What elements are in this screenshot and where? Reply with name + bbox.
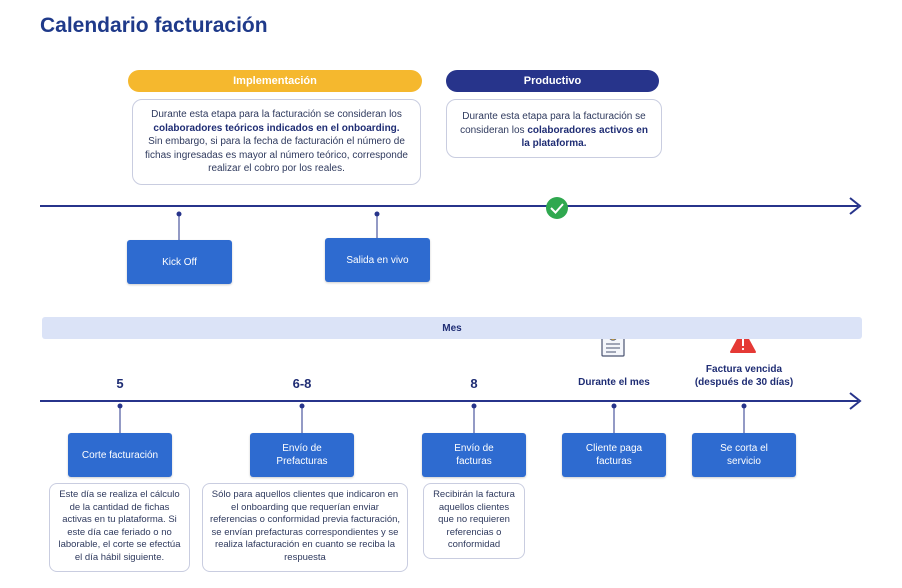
facturas-box: Envío de facturas (422, 433, 526, 477)
facturas-description: Recibirán la factura aquellos clientes q… (423, 483, 525, 559)
productivo-note-text: Durante esta etapa para la facturación s… (460, 111, 646, 136)
month-bar: Mes (42, 317, 862, 339)
productivo-note-bold: colaboradores activos en la plataforma. (521, 124, 648, 150)
bottom-timeline-arrow-icon (849, 392, 862, 410)
phase-implementacion-label: Implementación (128, 70, 422, 92)
prefacturas-box: Envío de Prefacturas (250, 433, 354, 477)
productivo-note: Durante esta etapa para la facturación s… (446, 99, 662, 158)
check-icon (546, 197, 568, 219)
phase-productivo-label: Productivo (446, 70, 659, 92)
kickoff-box: Kick Off (127, 240, 232, 284)
day-label-5: 5 (116, 376, 124, 391)
top-timeline-arrow-icon (849, 197, 862, 215)
implementacion-note-text: Durante esta etapa para la facturación s… (151, 109, 402, 120)
implementacion-note-detail: Sin embargo, si para la fecha de factura… (145, 136, 408, 174)
prefacturas-description: Sólo para aquellos clientes que indicaro… (202, 483, 408, 572)
day-label-durante: Durante el mes (578, 377, 650, 388)
day-label-vencida: Factura vencida (después de 30 días) (694, 364, 794, 388)
kickoff-dot (176, 211, 182, 217)
day-label-8: 8 (470, 376, 478, 391)
servicio-box: Se corta el servicio (692, 433, 796, 477)
salida-dot (374, 211, 380, 217)
cliente-box: Cliente paga facturas (562, 433, 666, 477)
day-label-6-8: 6-8 (292, 376, 312, 391)
corte-description: Este día se realiza el cálculo de la can… (49, 483, 190, 572)
implementacion-note-bold: colaboradores teóricos indicados en el o… (153, 122, 400, 134)
implementacion-note: Durante esta etapa para la facturación s… (132, 99, 421, 185)
page-title: Calendario facturación (40, 14, 268, 37)
corte-box: Corte facturación (68, 433, 172, 477)
salida-box: Salida en vivo (325, 238, 430, 282)
